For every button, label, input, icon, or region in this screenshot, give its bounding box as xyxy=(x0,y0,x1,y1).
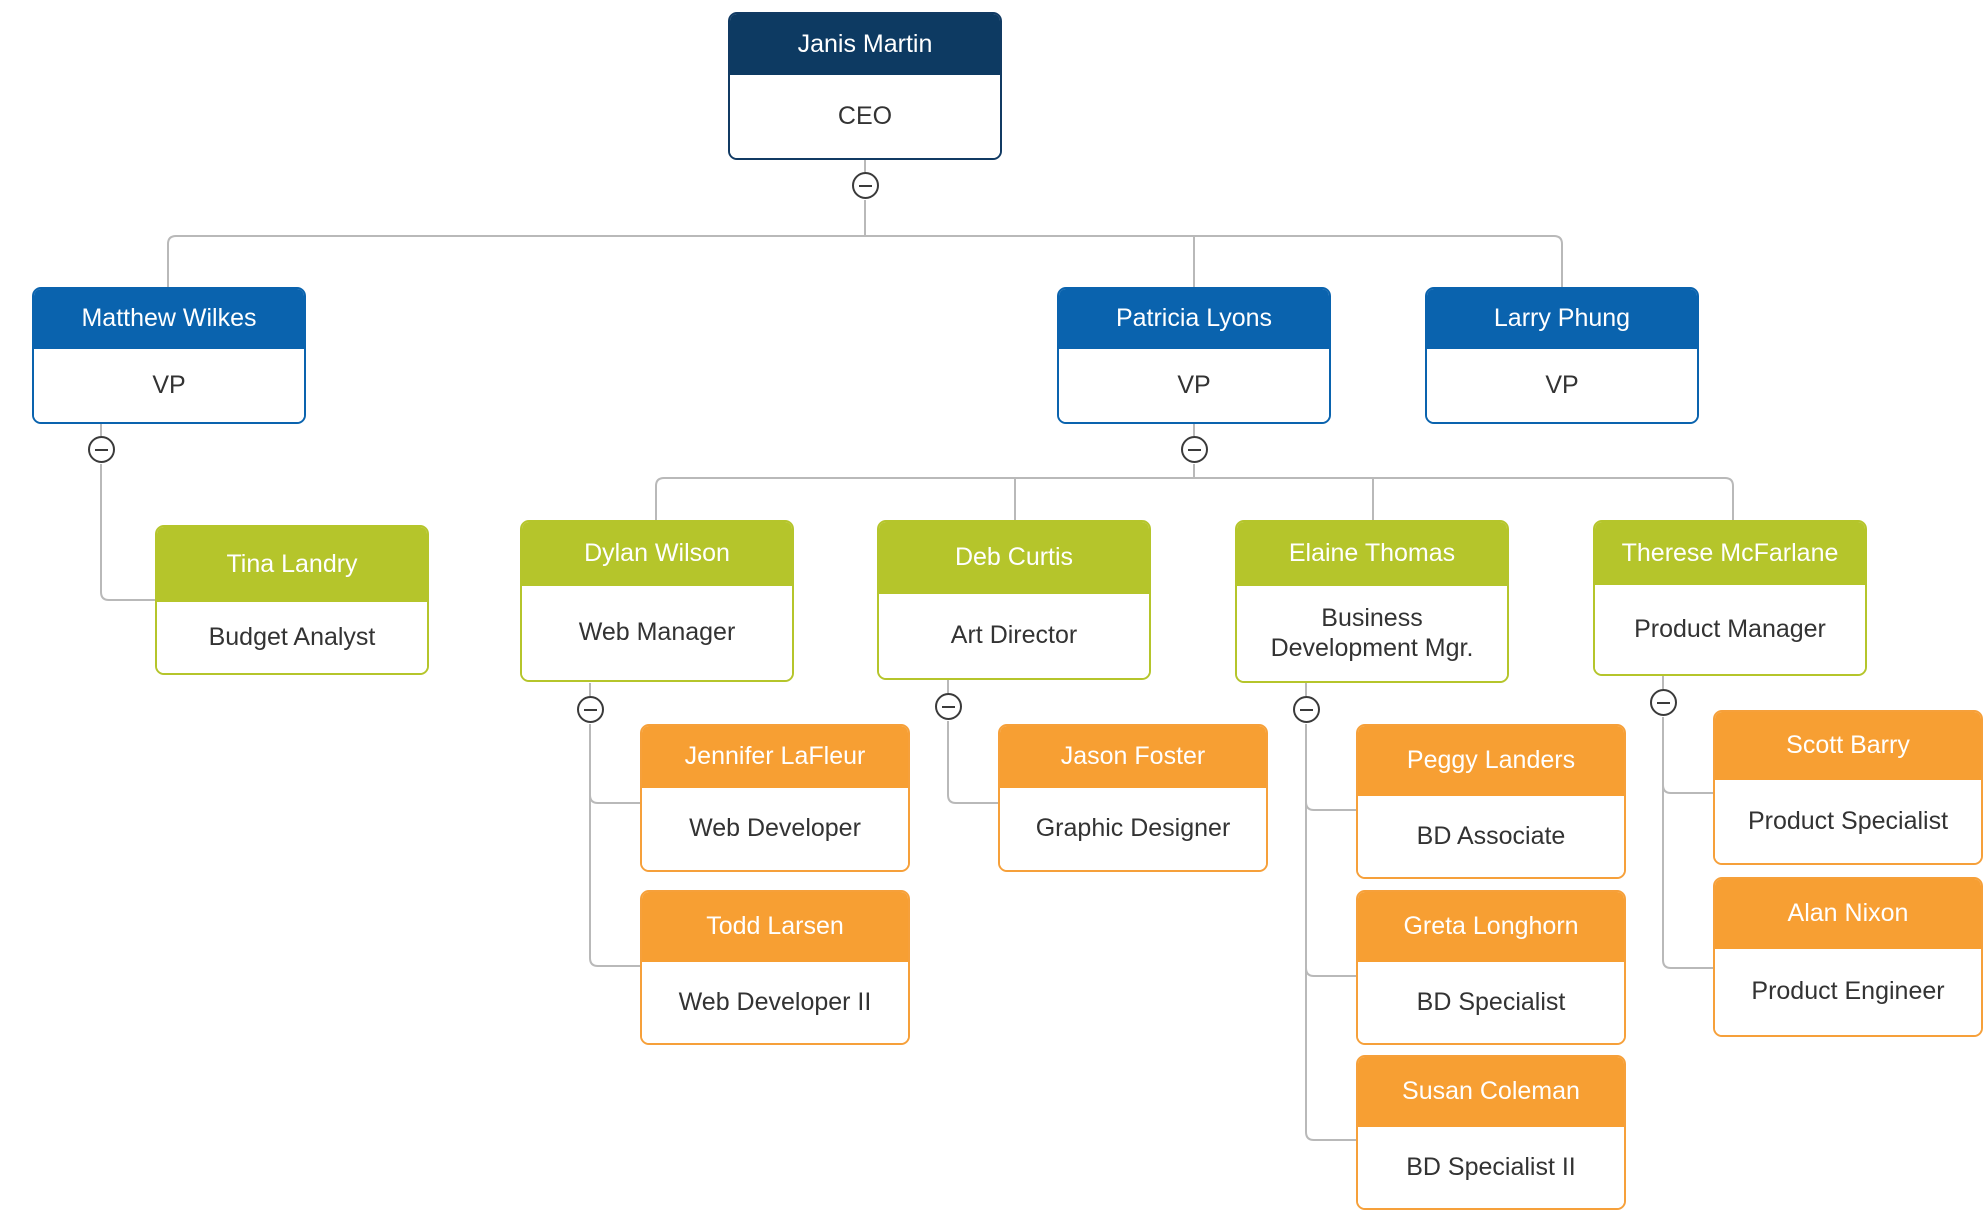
node-title: VP xyxy=(1427,349,1697,422)
minus-circle-icon xyxy=(584,708,597,711)
node-title: Web Developer xyxy=(642,788,908,870)
node-name: Susan Coleman xyxy=(1358,1057,1624,1127)
node-name: Todd Larsen xyxy=(642,892,908,962)
collapse-toggle-patricia-lyons[interactable] xyxy=(1181,436,1208,463)
node-name: Scott Barry xyxy=(1715,712,1981,780)
minus-circle-icon xyxy=(1657,701,1670,704)
node-name: Tina Landry xyxy=(157,527,427,602)
minus-circle-icon xyxy=(859,184,872,187)
node-name: Jennifer LaFleur xyxy=(642,726,908,788)
node-alan-nixon[interactable]: Alan Nixon Product Engineer xyxy=(1713,877,1983,1037)
node-janis-martin[interactable]: Janis Martin CEO xyxy=(728,12,1002,160)
connector-mgr5-to-staff8 xyxy=(1662,717,1714,969)
node-susan-coleman[interactable]: Susan Coleman BD Specialist II xyxy=(1356,1055,1626,1210)
collapse-toggle-therese-mcfarlane[interactable] xyxy=(1650,689,1677,716)
node-title: Art Director xyxy=(879,594,1149,678)
connector-mgr4-to-staff5 xyxy=(1305,724,1358,977)
node-elaine-thomas[interactable]: Elaine Thomas Business Development Mgr. xyxy=(1235,520,1509,683)
node-deb-curtis[interactable]: Deb Curtis Art Director xyxy=(877,520,1151,680)
node-name: Peggy Landers xyxy=(1358,726,1624,796)
node-title: Web Developer II xyxy=(642,962,908,1043)
connector-mgr5-to-staff7 xyxy=(1662,717,1714,794)
node-peggy-landers[interactable]: Peggy Landers BD Associate xyxy=(1356,724,1626,879)
node-name: Patricia Lyons xyxy=(1059,289,1329,349)
minus-circle-icon xyxy=(942,705,955,708)
node-name: Deb Curtis xyxy=(879,522,1149,594)
node-name: Alan Nixon xyxy=(1715,879,1981,949)
node-title: CEO xyxy=(730,75,1000,158)
connector-mgr2-to-staff1 xyxy=(589,724,641,804)
node-therese-mcfarlane[interactable]: Therese McFarlane Product Manager xyxy=(1593,520,1867,676)
connector-mgr4-to-staff6 xyxy=(1305,724,1358,1141)
node-patricia-lyons[interactable]: Patricia Lyons VP xyxy=(1057,287,1331,424)
collapse-toggle-ceo[interactable] xyxy=(852,172,879,199)
node-name: Greta Longhorn xyxy=(1358,892,1624,962)
collapse-toggle-dylan-wilson[interactable] xyxy=(577,696,604,723)
node-name: Elaine Thomas xyxy=(1237,522,1507,586)
connector-mgr2-to-staff2 xyxy=(589,724,641,967)
connector-vp2-bus xyxy=(655,477,1734,521)
node-name: Jason Foster xyxy=(1000,726,1266,788)
node-title: VP xyxy=(34,349,304,422)
node-title: Budget Analyst xyxy=(157,602,427,673)
node-title: BD Specialist xyxy=(1358,962,1624,1043)
node-scott-barry[interactable]: Scott Barry Product Specialist xyxy=(1713,710,1983,865)
connector-mgr4-to-staff4 xyxy=(1305,724,1358,811)
node-name: Dylan Wilson xyxy=(522,522,792,586)
node-name: Matthew Wilkes xyxy=(34,289,304,349)
node-tina-landry[interactable]: Tina Landry Budget Analyst xyxy=(155,525,429,675)
node-title: Graphic Designer xyxy=(1000,788,1266,870)
collapse-toggle-elaine-thomas[interactable] xyxy=(1293,696,1320,723)
node-title: Product Engineer xyxy=(1715,949,1981,1035)
node-todd-larsen[interactable]: Todd Larsen Web Developer II xyxy=(640,890,910,1045)
node-title: Business Development Mgr. xyxy=(1237,586,1507,681)
node-jason-foster[interactable]: Jason Foster Graphic Designer xyxy=(998,724,1268,872)
minus-circle-icon xyxy=(1300,708,1313,711)
node-title: VP xyxy=(1059,349,1329,422)
node-matthew-wilkes[interactable]: Matthew Wilkes VP xyxy=(32,287,306,424)
node-greta-longhorn[interactable]: Greta Longhorn BD Specialist xyxy=(1356,890,1626,1045)
node-title: Product Specialist xyxy=(1715,780,1981,863)
collapse-toggle-matthew-wilkes[interactable] xyxy=(88,436,115,463)
node-name: Janis Martin xyxy=(730,14,1000,75)
connector-mgr3-to-staff3 xyxy=(947,721,999,804)
node-title: Web Manager xyxy=(522,586,792,680)
connector-vp1-to-mgr1 xyxy=(100,464,156,601)
node-title: BD Specialist II xyxy=(1358,1127,1624,1208)
node-name: Larry Phung xyxy=(1427,289,1697,349)
collapse-toggle-deb-curtis[interactable] xyxy=(935,693,962,720)
minus-circle-icon xyxy=(1188,448,1201,451)
node-jennifer-lafleur[interactable]: Jennifer LaFleur Web Developer xyxy=(640,724,910,872)
node-title: Product Manager xyxy=(1595,585,1865,674)
connector-ceo-bus xyxy=(167,235,1563,288)
node-dylan-wilson[interactable]: Dylan Wilson Web Manager xyxy=(520,520,794,682)
node-larry-phung[interactable]: Larry Phung VP xyxy=(1425,287,1699,424)
minus-circle-icon xyxy=(95,448,108,451)
node-title: BD Associate xyxy=(1358,796,1624,877)
node-name: Therese McFarlane xyxy=(1595,522,1865,585)
